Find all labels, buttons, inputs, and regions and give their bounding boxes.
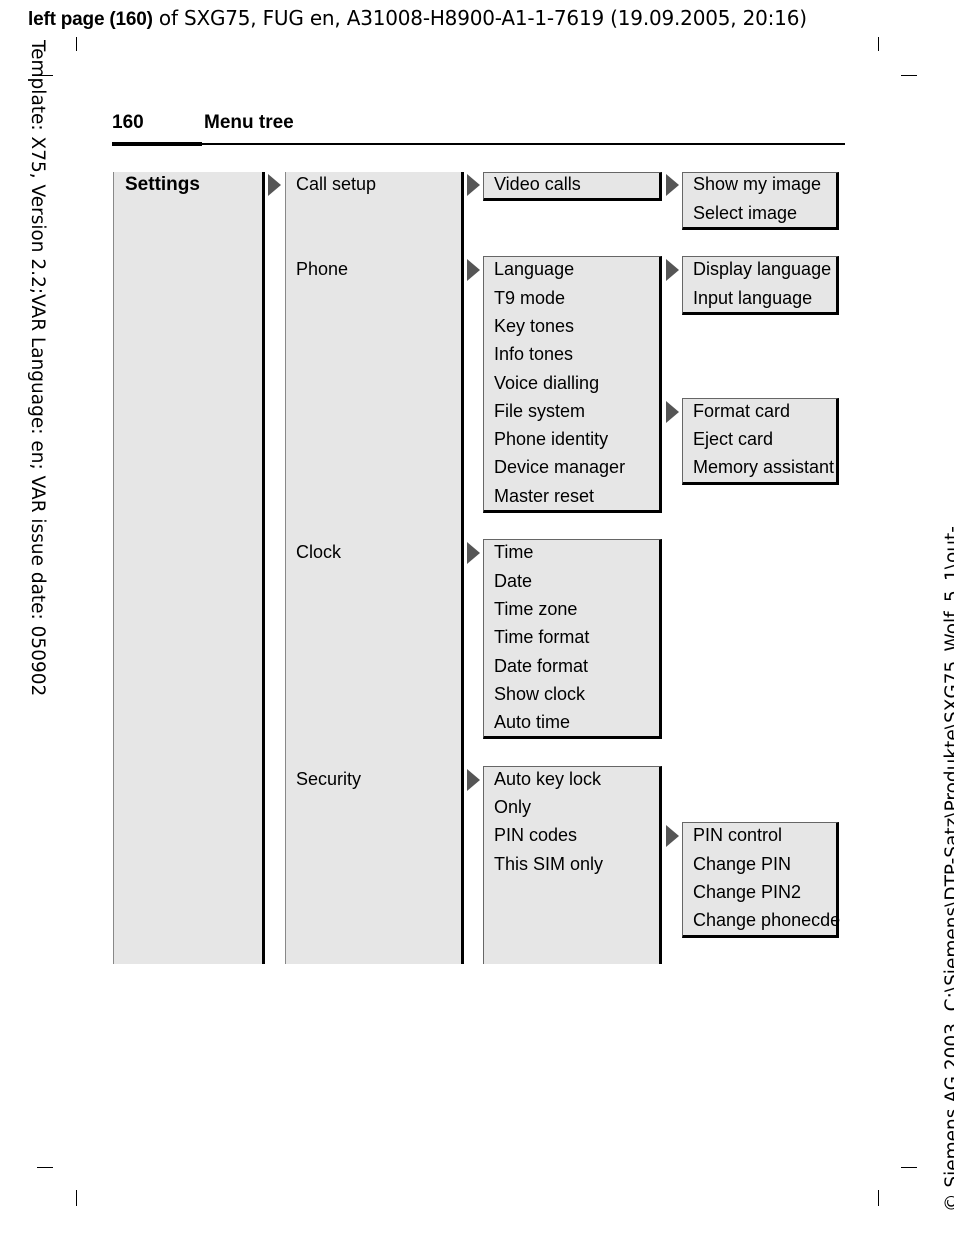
menu-column-level2: [285, 172, 464, 964]
header-doc-info: of SXG75, FUG en, A31008-H8900-A1-1-7619…: [152, 6, 807, 30]
menu-item-display-language: Display language: [693, 259, 832, 279]
submenu-arrow-icon: [467, 259, 480, 281]
template-info-vertical: Template: X75, Version 2.2;VAR Language:…: [27, 40, 48, 697]
menu-item-phone-identity: Phone identity: [494, 429, 609, 449]
crop-mark: [76, 37, 77, 51]
menu-item-call-setup: Call setup: [296, 174, 377, 194]
menu-item-time-zone: Time zone: [494, 599, 578, 619]
crop-mark: [878, 37, 879, 51]
page-number: 160: [112, 112, 144, 133]
menu-item-format-card: Format card: [693, 401, 791, 421]
submenu-arrow-icon: [467, 542, 480, 564]
menu-item-select-image: Select image: [693, 203, 798, 223]
menu-item-eject-card: Eject card: [693, 429, 774, 449]
menu-column-root: [113, 172, 265, 964]
submenu-box-clock: [483, 539, 662, 739]
submenu-box-video-calls: [682, 172, 839, 230]
menu-item-security: Security: [296, 769, 362, 789]
header-page-ref: left page (160): [28, 9, 153, 30]
submenu-arrow-icon: [666, 259, 679, 281]
submenu-arrow-icon: [666, 401, 679, 423]
menu-item-show-clock: Show clock: [494, 684, 586, 704]
menu-item-info-tones: Info tones: [494, 344, 574, 364]
submenu-box-pin-codes: [682, 822, 839, 938]
submenu-arrow-icon: [666, 825, 679, 847]
document-header: left page (160) of SXG75, FUG en, A31008…: [28, 6, 807, 31]
copyright-path-vertical: © Siemens AG 2003, C:\Siemens\DTP-Satz\P…: [942, 526, 954, 1212]
submenu-box-security: [483, 766, 662, 964]
submenu-arrow-icon: [666, 174, 679, 196]
menu-item-auto-key-lock: Auto key lock: [494, 769, 602, 789]
crop-mark: [37, 1167, 53, 1168]
menu-item-time: Time: [494, 542, 534, 562]
menu-item-voice-dialling: Voice dialling: [494, 373, 600, 393]
page-title: Menu tree: [204, 112, 294, 133]
menu-item-change-phonecode: Change phonecde: [693, 910, 841, 930]
menu-item-change-pin: Change PIN: [693, 854, 792, 874]
menu-item-phone: Phone: [296, 259, 349, 279]
menu-item-memory-assistant: Memory assistant: [693, 457, 835, 477]
crop-mark: [901, 75, 917, 76]
menu-item-file-system: File system: [494, 401, 586, 421]
menu-item-input-language: Input language: [693, 288, 813, 308]
menu-item-device-manager: Device manager: [494, 457, 626, 477]
submenu-arrow-icon: [467, 769, 480, 791]
submenu-arrow-icon: [467, 174, 480, 196]
heading-rule-accent: [112, 142, 202, 146]
menu-item-language: Language: [494, 259, 575, 279]
crop-mark: [37, 75, 53, 76]
menu-item-pin-control: PIN control: [693, 825, 783, 845]
menu-item-clock: Clock: [296, 542, 342, 562]
crop-mark: [76, 1190, 77, 1206]
menu-item-pin-codes: PIN codes: [494, 825, 578, 845]
menu-item-date: Date: [494, 571, 533, 591]
menu-item-only: Only: [494, 797, 532, 817]
submenu-box-phone: [483, 256, 662, 513]
heading-rule: [112, 143, 845, 145]
submenu-box-file-system: [682, 398, 839, 485]
submenu-box-language: [682, 256, 839, 315]
menu-item-auto-time: Auto time: [494, 712, 571, 732]
menu-item-t9-mode: T9 mode: [494, 288, 566, 308]
menu-item-this-sim-only: This SIM only: [494, 854, 604, 874]
menu-item-key-tones: Key tones: [494, 316, 575, 336]
menu-item-video-calls: Video calls: [494, 174, 581, 194]
menu-item-date-format: Date format: [494, 656, 589, 676]
menu-item-master-reset: Master reset: [494, 486, 595, 506]
menu-item-time-format: Time format: [494, 627, 590, 647]
crop-mark: [901, 1167, 917, 1168]
menu-item-show-my-image: Show my image: [693, 174, 822, 194]
submenu-arrow-icon: [268, 174, 281, 196]
crop-mark: [878, 1190, 879, 1206]
menu-root-label: Settings: [125, 174, 200, 195]
submenu-box-call-setup: [483, 172, 662, 201]
menu-item-change-pin2: Change PIN2: [693, 882, 802, 902]
